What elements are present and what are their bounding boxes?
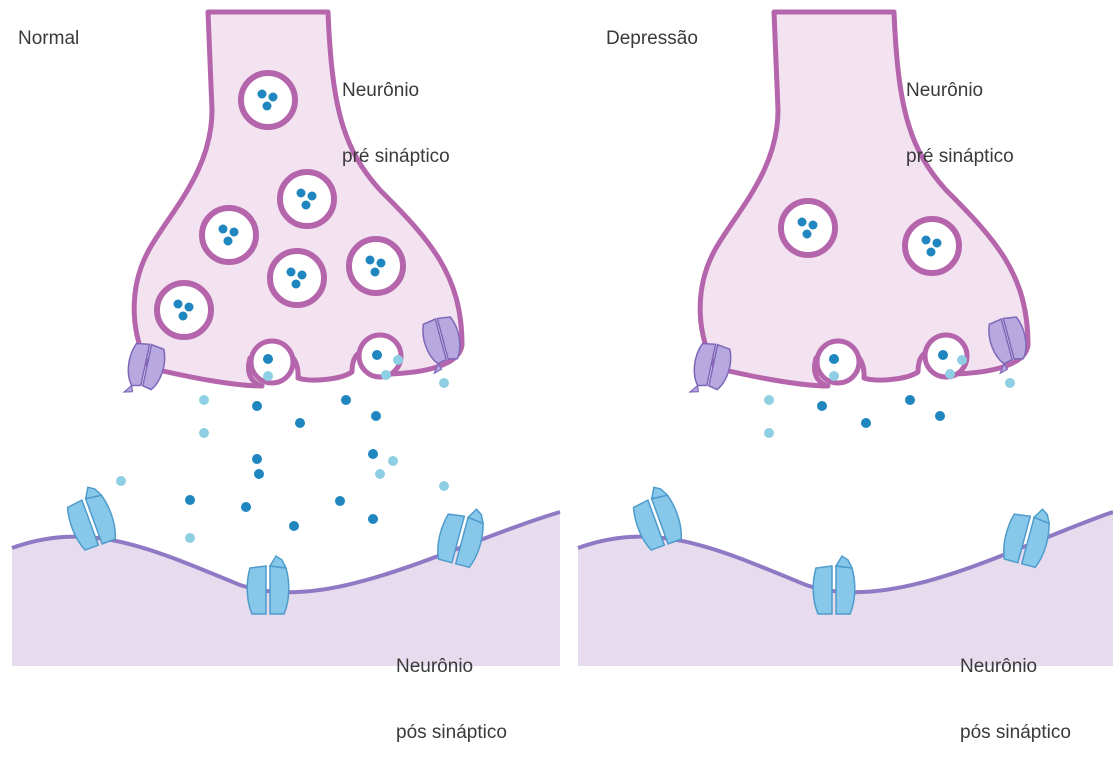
vesicle xyxy=(241,73,295,127)
postsynaptic-label-line1: Neurônio xyxy=(396,656,507,678)
presynaptic-label-line1: Neurônio xyxy=(906,80,1014,102)
panel-title-depressao: Depressão xyxy=(606,28,698,50)
postsynaptic-label-normal: Neurônio pós sináptico xyxy=(396,612,507,766)
vesicle xyxy=(781,201,835,255)
postsynaptic-label-line2: pós sináptico xyxy=(396,722,507,744)
presynaptic-label-line2: pré sináptico xyxy=(342,146,450,168)
panel-title-normal: Normal xyxy=(18,28,79,50)
presynaptic-label-normal: Neurônio pré sináptico xyxy=(342,36,450,190)
neurotransmitters-normal xyxy=(116,355,449,543)
vesicle xyxy=(905,219,959,273)
vesicle xyxy=(202,208,256,262)
vesicle xyxy=(157,283,211,337)
vesicle xyxy=(349,239,403,293)
reuptake-transporter xyxy=(689,341,734,399)
postsynaptic-label-depressao: Neurônio pós sináptico xyxy=(960,612,1071,766)
panel-depressao xyxy=(578,12,1113,666)
postsynaptic-label-line1: Neurônio xyxy=(960,656,1071,678)
panel-normal xyxy=(12,12,560,666)
reuptake-transporter xyxy=(123,341,168,399)
presynaptic-label-line2: pré sináptico xyxy=(906,146,1014,168)
panel-divider xyxy=(564,0,576,666)
synapse-comparison-diagram: Normal Neurônio pré sináptico Neurônio p… xyxy=(0,0,1113,666)
postsynaptic-label-line2: pós sináptico xyxy=(960,722,1071,744)
vesicle xyxy=(270,251,324,305)
vesicle xyxy=(280,172,334,226)
presynaptic-label-line1: Neurônio xyxy=(342,80,450,102)
presynaptic-label-depressao: Neurônio pré sináptico xyxy=(906,36,1014,190)
docked-vesicle-normal-2 xyxy=(359,335,401,377)
